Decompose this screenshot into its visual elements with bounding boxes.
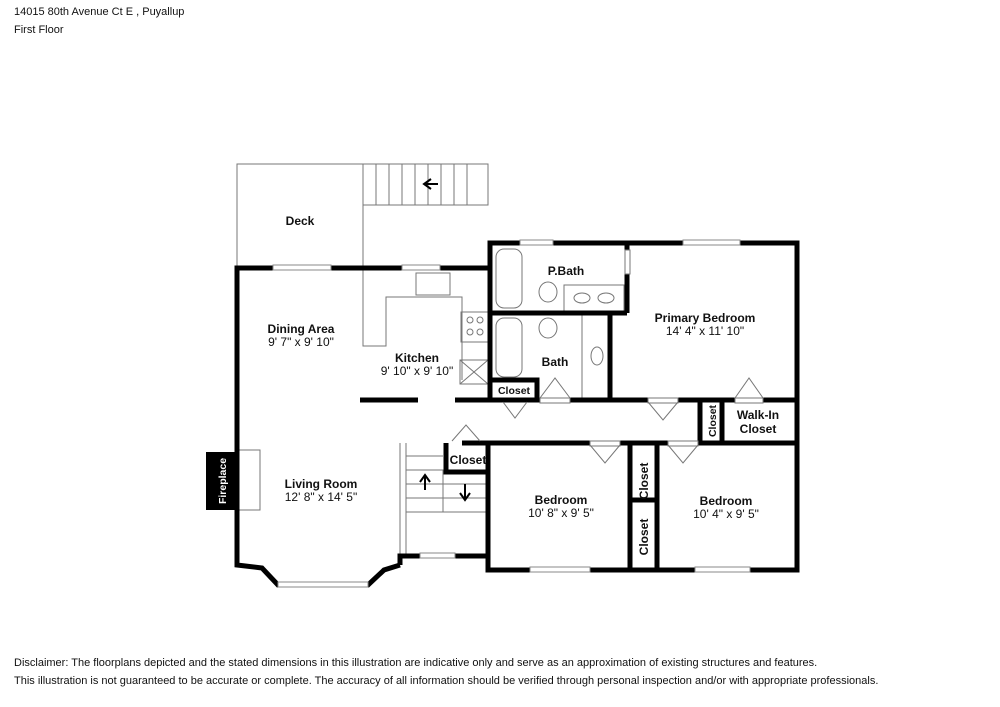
fireplace-label: Fireplace (217, 458, 229, 504)
room-name-walkin-2: Closet (740, 422, 777, 436)
deck-stairs (362, 163, 489, 206)
arrow-down-icon (459, 484, 471, 502)
room-name-kitchen: Kitchen (395, 351, 439, 365)
room-name-bedroom2: Bedroom (700, 494, 753, 508)
room-name-bath-closet: Closet (498, 385, 531, 397)
doors (451, 249, 764, 464)
kitchen-fixtures (362, 268, 489, 385)
room-dims-primary: 14' 4" x 11' 10" (666, 324, 744, 338)
room-dims-kitchen: 9' 10" x 9' 10" (381, 364, 453, 378)
room-name-stair-closet: Closet (450, 453, 487, 467)
room-name-living: Living Room (285, 477, 358, 491)
room-dims-living: 12' 8" x 14' 5" (285, 490, 357, 504)
room-name-bedroom1: Bedroom (535, 493, 588, 507)
disclaimer-line-1: Disclaimer: The floorplans depicted and … (14, 657, 818, 669)
room-name-dining: Dining Area (268, 322, 335, 336)
disclaimer-line-2: This illustration is not guaranteed to b… (14, 675, 879, 687)
room-name-pbath: P.Bath (548, 264, 584, 278)
fireplace (206, 452, 236, 510)
room-name-hall-closet: Closet (707, 404, 719, 437)
address: 14015 80th Avenue Ct E , Puyallup (14, 6, 185, 18)
room-name-walkin-1: Walk-In (737, 408, 779, 422)
room-name-bath: Bath (542, 355, 569, 369)
hearth (236, 449, 261, 511)
bath-fixtures (495, 248, 625, 398)
room-name-closet-a: Closet (637, 463, 651, 500)
room-dims-dining: 9' 7" x 9' 10" (268, 335, 334, 349)
deck (236, 163, 489, 268)
room-name-closet-b: Closet (637, 519, 651, 556)
arrow-up-icon (419, 473, 431, 490)
room-name-primary: Primary Bedroom (655, 311, 756, 325)
windows (272, 239, 751, 588)
room-name-deck: Deck (286, 214, 315, 228)
interior-stairs (399, 443, 488, 556)
arrow-left-icon (422, 178, 438, 190)
floor-label: First Floor (14, 24, 64, 36)
room-dims-bedroom2: 10' 4" x 9' 5" (693, 507, 759, 521)
room-dims-bedroom1: 10' 8" x 9' 5" (528, 506, 594, 520)
